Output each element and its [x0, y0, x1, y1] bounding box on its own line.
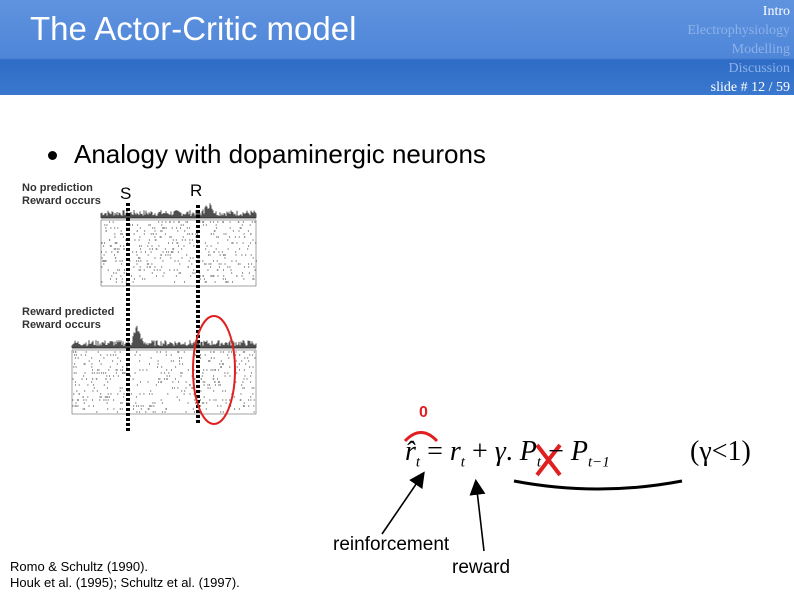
slide-header: The Actor-Critic model Intro Electrophys…	[0, 0, 794, 95]
dopamine-raster-figure: No prediction Reward occurs Reward predi…	[19, 178, 286, 434]
reward-arrow	[469, 478, 486, 552]
top-panel-label: No prediction Reward occurs	[22, 182, 101, 207]
bottom-panel-label: Reward predicted Reward occurs	[22, 306, 115, 331]
slide-title: The Actor-Critic model	[30, 10, 357, 47]
reference-2: Houk et al. (1995); Schultz et al. (1997…	[10, 575, 240, 590]
slide-number: slide # 12 / 59	[710, 80, 790, 95]
gamma-constraint: (γ<1)	[690, 436, 751, 467]
reference-1: Romo & Schultz (1990).	[10, 559, 149, 574]
references: Romo & Schultz (1990). Houk et al. (1995…	[10, 559, 240, 591]
bullet-text: Analogy with dopaminergic neurons	[74, 139, 486, 169]
td-equation: r̂t = rt + γ. Pt − Pt−1	[405, 436, 610, 471]
black-arc	[513, 479, 683, 491]
reinforcement-label: reinforcement	[333, 534, 450, 555]
nav-modelling[interactable]: Modelling	[731, 42, 790, 57]
red-ellipse	[192, 315, 236, 425]
reward-label: reward	[452, 557, 511, 578]
red-arc	[403, 431, 439, 443]
reward-marker: R	[190, 181, 203, 200]
zero-annotation: 0	[419, 404, 428, 421]
bullet-icon	[48, 151, 57, 160]
bottom-raster-panel	[71, 325, 257, 415]
section-nav: Intro Electrophysiology Modelling Discus…	[687, 2, 790, 97]
nav-electrophysiology[interactable]: Electrophysiology	[687, 23, 790, 38]
reinforcement-arrow	[381, 471, 425, 535]
nav-discussion[interactable]: Discussion	[728, 61, 790, 76]
nav-intro[interactable]: Intro	[762, 4, 790, 19]
stimulus-marker: S	[120, 184, 132, 203]
